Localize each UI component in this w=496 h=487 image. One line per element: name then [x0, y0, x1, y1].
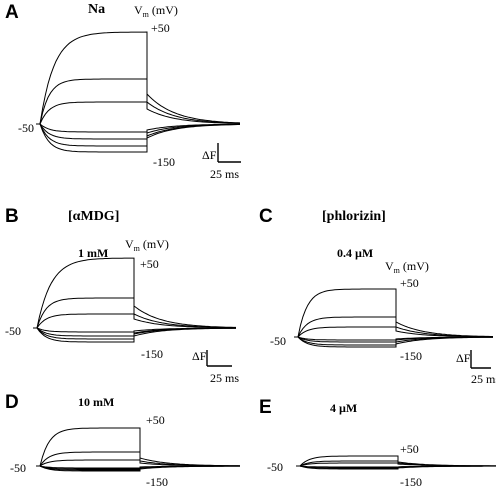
- holding-voltage-label: -50: [267, 460, 283, 474]
- voltage-bottom-label: -150: [400, 349, 422, 363]
- voltage-top-label: +50: [400, 442, 419, 456]
- panel-letter: D: [5, 392, 19, 413]
- panel-letter: E: [259, 397, 272, 418]
- fluorescence-trace: [36, 327, 236, 340]
- panel-d: D 10 mM +50 -50 -150: [5, 392, 241, 487]
- fluorescence-trace: [299, 465, 496, 470]
- panel-a: A Na Vm (mV) +50 -50 -150 ΔF 25 ms: [5, 2, 241, 181]
- trace-group: [33, 257, 237, 343]
- fluorescence-trace: [297, 336, 493, 348]
- voltage-bottom-label: -150: [141, 347, 163, 361]
- voltage-bottom-label: -150: [153, 155, 175, 169]
- voltage-bottom-label: -150: [146, 475, 168, 487]
- trace-group: [36, 31, 241, 153]
- fluorescence-trace: [39, 123, 240, 153]
- voltage-top-label: +50: [146, 413, 165, 427]
- vm-label: Vm (mV): [125, 237, 169, 253]
- scale-df-label: ΔF: [192, 349, 207, 363]
- scale-ms-label: 25 ms: [471, 372, 496, 386]
- fluorescence-trace: [297, 326, 493, 338]
- concentration-label: 10 mM: [78, 395, 114, 409]
- fluorescence-trace: [36, 297, 236, 329]
- fluorescence-trace: [36, 257, 236, 329]
- panel-title: [phlorizin]: [322, 209, 386, 224]
- fluorescence-trace: [39, 465, 240, 472]
- fluorescence-trace: [39, 78, 241, 125]
- panel-b: B [αMDG] 1 mM Vm (mV) +50 -50 -150 ΔF 25…: [5, 206, 239, 385]
- panel-c: C [phlorizin] 0.4 µM Vm (mV) +50 -50 -15…: [259, 206, 496, 386]
- voltage-bottom-label: -150: [400, 475, 422, 487]
- fluorescence-trace: [39, 31, 241, 125]
- holding-voltage-label: -50: [18, 121, 34, 135]
- scale-df-label: ΔF: [202, 148, 217, 162]
- fluorescence-trace: [39, 123, 241, 147]
- voltage-top-label: +50: [140, 257, 159, 271]
- panel-letter: A: [5, 2, 19, 23]
- concentration-label: 0.4 µM: [337, 246, 373, 260]
- fluorescence-trace: [36, 327, 236, 343]
- vm-label: Vm (mV): [134, 3, 178, 19]
- fluorescence-trace: [36, 313, 237, 329]
- panel-title: [αMDG]: [68, 209, 119, 224]
- scale-ms-label: 25 ms: [210, 371, 239, 385]
- fluorescence-trace: [39, 101, 241, 125]
- voltage-top-label: +50: [400, 276, 419, 290]
- concentration-label: 4 µM: [330, 401, 357, 415]
- holding-voltage-label: -50: [5, 324, 21, 338]
- scale-df-label: ΔF: [456, 351, 471, 365]
- concentration-label: 1 mM: [78, 246, 108, 260]
- scale-ms-label: 25 ms: [210, 167, 239, 181]
- panel-letter: C: [259, 206, 273, 227]
- trace-group: [296, 455, 496, 470]
- panel-e: E 4 µM +50 -50 -150: [259, 397, 496, 487]
- panel-letter: B: [5, 206, 19, 227]
- holding-voltage-label: -50: [270, 334, 286, 348]
- voltage-top-label: +50: [151, 21, 170, 35]
- fluorescence-trace: [299, 462, 496, 467]
- trace-group: [294, 288, 493, 348]
- panel-title: Na: [88, 2, 105, 17]
- fluorescence-trace: [39, 451, 241, 467]
- trace-group: [36, 427, 241, 472]
- vm-label: Vm (mV): [385, 259, 429, 275]
- holding-voltage-label: -50: [10, 461, 26, 475]
